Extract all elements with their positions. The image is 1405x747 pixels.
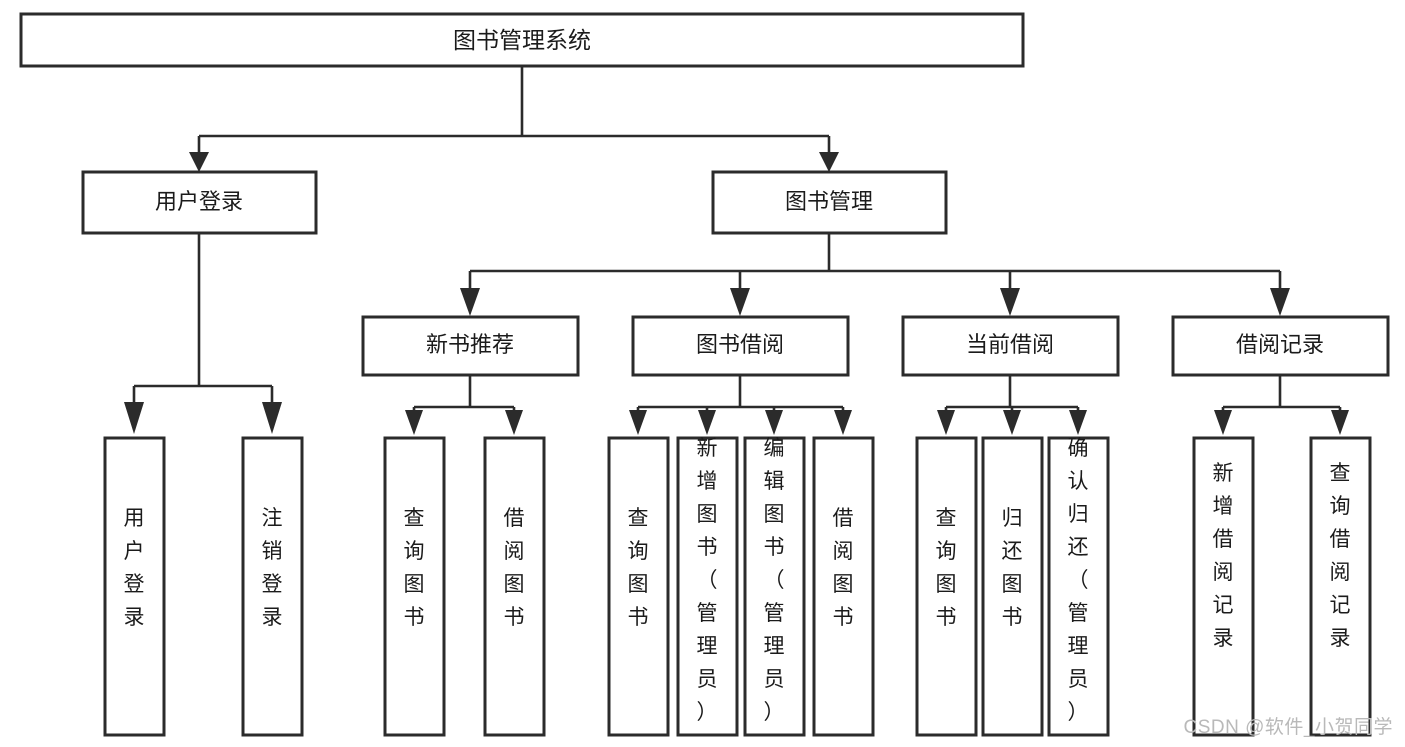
node-user-login[interactable]: 用户登录: [81, 170, 318, 235]
leaf-query-record-box[interactable]: [1309, 436, 1372, 737]
leaf-nodes-layer: [103, 436, 1372, 737]
arrowhead-book-manage: [819, 152, 839, 172]
leaf-labels-layer: 用户登录 注销登录 查询图书 借阅图书 查询图书 新增图书（管理员） 编辑图书（…: [124, 437, 1351, 724]
leaf-query-book-2-label: 查询图书: [628, 507, 649, 629]
leaf-borrow-book-2-box[interactable]: [812, 436, 875, 737]
node-borrow-record-label: 借阅记录: [1236, 332, 1324, 357]
arrowhead-borrow-record: [1270, 288, 1290, 316]
connector-layer: [124, 66, 1349, 435]
arrowhead-leaf-query-book-2: [629, 410, 647, 435]
node-borrow-record-box: [1171, 315, 1390, 377]
leaf-edit-book-box[interactable]: [743, 436, 806, 737]
arrowhead-leaf-return-book: [1003, 410, 1021, 435]
node-book-manage[interactable]: 图书管理: [711, 170, 948, 235]
node-new-book-recommend-label: 新书推荐: [426, 332, 514, 357]
leaf-query-book-3-box[interactable]: [915, 436, 978, 737]
node-book-manage-box: [711, 170, 948, 235]
leaf-return-book-label: 归还图书: [1002, 507, 1023, 629]
node-user-login-box: [81, 170, 318, 235]
leaf-borrow-book-1-label: 借阅图书: [504, 507, 525, 629]
node-root-label: 图书管理系统: [453, 27, 591, 53]
leaf-user-login-label: 用户登录: [124, 507, 145, 629]
arrowhead-leaf-query-record: [1331, 410, 1349, 435]
node-borrow-record[interactable]: 借阅记录: [1171, 315, 1390, 377]
leaf-query-book-1-label: 查询图书: [404, 507, 425, 629]
node-book-manage-label: 图书管理: [785, 189, 873, 214]
node-new-book-recommend[interactable]: 新书推荐: [361, 315, 580, 377]
node-book-borrow-label: 图书借阅: [696, 332, 784, 357]
node-root-box: [19, 12, 1025, 68]
arrowhead-leaf-borrow-book-1: [505, 410, 523, 435]
leaf-borrow-book-1-box[interactable]: [483, 436, 546, 737]
leaf-add-book-label: 新增图书（管理员）: [697, 437, 718, 724]
leaf-query-book-3-label: 查询图书: [936, 507, 957, 629]
arrowhead-leaf-add-record: [1214, 410, 1232, 435]
leaf-add-book-box[interactable]: [676, 436, 739, 737]
node-current-borrow[interactable]: 当前借阅: [901, 315, 1120, 377]
leaf-borrow-book-2-label: 借阅图书: [833, 507, 854, 629]
leaf-logout-login-box[interactable]: [241, 436, 304, 737]
leaf-user-login-box[interactable]: [103, 436, 166, 737]
arrowhead-book-borrow: [730, 288, 750, 316]
arrowhead-current-borrow: [1000, 288, 1020, 316]
node-current-borrow-box: [901, 315, 1120, 377]
leaf-edit-book-label: 编辑图书（管理员）: [764, 437, 785, 724]
arrowhead-user-login: [189, 152, 209, 172]
leaf-return-book-box[interactable]: [981, 436, 1044, 737]
arrowhead-leaf-edit-book: [765, 410, 783, 435]
leaf-query-record-label: 查询借阅记录: [1330, 462, 1351, 650]
leaf-confirm-return-label: 确认归还（管理员）: [1068, 437, 1089, 724]
arrowhead-leaf-logout-login: [262, 402, 282, 434]
arrowhead-leaf-user-login: [124, 402, 144, 434]
arrowhead-leaf-query-book-3: [937, 410, 955, 435]
node-new-book-recommend-box: [361, 315, 580, 377]
leaf-add-record-label: 新增借阅记录: [1213, 462, 1234, 650]
arrowhead-leaf-confirm-return: [1069, 410, 1087, 435]
arrowhead-leaf-query-book-1: [405, 410, 423, 435]
arrowhead-leaf-add-book: [698, 410, 716, 435]
leaf-query-book-1-box[interactable]: [383, 436, 446, 737]
leaf-add-record-box[interactable]: [1192, 436, 1255, 737]
node-book-borrow[interactable]: 图书借阅: [631, 315, 850, 377]
leaf-confirm-return-box[interactable]: [1047, 436, 1110, 737]
arrowhead-leaf-borrow-book-2: [834, 410, 852, 435]
leaf-query-book-2-box[interactable]: [607, 436, 670, 737]
leaf-logout-login-label: 注销登录: [262, 507, 283, 629]
node-user-login-label: 用户登录: [155, 189, 243, 214]
node-root[interactable]: 图书管理系统: [19, 12, 1025, 68]
node-book-borrow-box: [631, 315, 850, 377]
node-current-borrow-label: 当前借阅: [966, 332, 1054, 357]
arrowhead-new-book-recommend: [460, 288, 480, 316]
